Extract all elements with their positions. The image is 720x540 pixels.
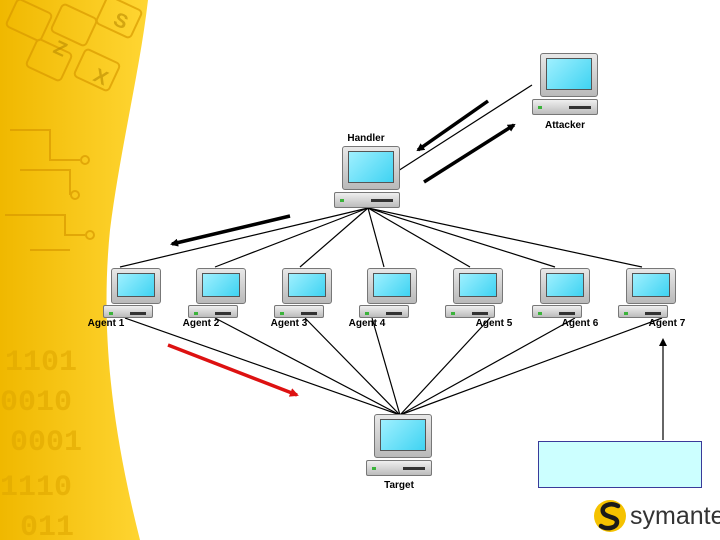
svg-text:1110: 1110 [0,471,72,505]
attacker-handler-link [386,84,533,179]
agent-2-label: Agent 2 [182,318,220,329]
handler-agent1-link [119,207,369,268]
agent-2-computer-icon [188,268,268,332]
agent-4-computer-icon [359,268,439,332]
attacker-label: Attacker [544,120,586,131]
agent-3-label: Agent 3 [270,318,308,329]
handler-to-agents-arrow [170,214,291,247]
agent5-target-link [399,317,491,416]
agent6-target-link [399,317,576,416]
response-arrow-up [423,123,516,184]
handler-agent3-link [299,207,369,268]
agent-6-label: Agent 6 [561,318,599,329]
symantec-logo-icon [594,500,626,532]
target-label: Target [384,480,414,491]
handler-computer-icon [334,146,414,210]
command-arrow-down [416,99,490,152]
agent7-target-link [399,317,663,416]
agent-5-label: Agent 5 [475,318,513,329]
agent3-target-link [304,317,401,416]
symantec-logo-text: symantec. [630,502,720,530]
svg-text:0001: 0001 [10,426,82,460]
agent1-target-link [124,317,401,416]
agent-1-computer-icon [103,268,183,332]
agent-4-label: Agent 4 [348,318,386,329]
target-computer-icon [366,414,446,478]
agent4-target-link [371,317,401,416]
svg-text:1101: 1101 [5,346,77,380]
attack-traffic-arrow [167,343,299,397]
handler-agent5-link [367,207,471,268]
handler-agent6-link [367,207,556,268]
agent-1-label: Agent 1 [87,318,125,329]
handler-agent7-link [367,207,643,268]
handler-agent2-link [214,207,369,268]
svg-text:011: 011 [20,511,74,540]
annotation-box [538,441,702,488]
agent-7-computer-icon [618,268,698,332]
svg-text:0010: 0010 [0,386,72,420]
agent-5-computer-icon [445,268,525,332]
handler-agent4-link [367,207,385,268]
agent-7-label: Agent 7 [648,318,686,329]
handler-label: Handler [347,133,385,144]
attacker-computer-icon [532,53,612,117]
agent2-target-link [214,317,401,416]
agent-3-computer-icon [274,268,354,332]
agent-6-computer-icon [532,268,612,332]
